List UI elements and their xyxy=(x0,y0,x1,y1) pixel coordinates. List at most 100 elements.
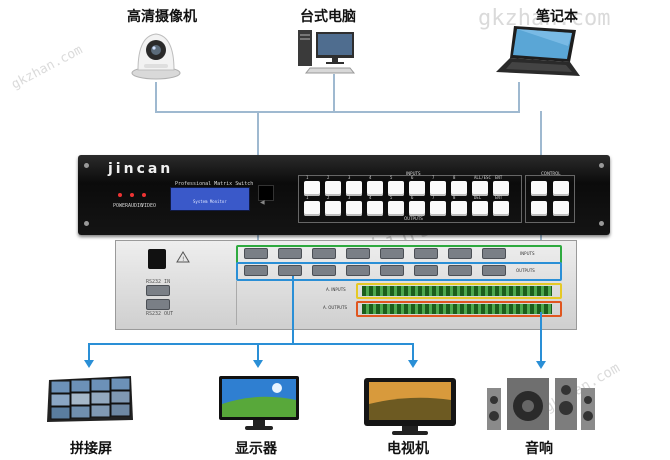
rs232-in-label: RS232 IN xyxy=(146,279,171,285)
audio-outputs-terminal xyxy=(362,304,552,314)
back-panel-divider xyxy=(236,281,237,325)
audio-inputs-terminal xyxy=(362,286,552,296)
control-audio-top[interactable] xyxy=(531,181,547,196)
video-output-drop xyxy=(292,276,294,344)
rs232-in-port xyxy=(146,285,170,296)
input-key-label: 4 xyxy=(369,175,372,180)
video-wall-icon xyxy=(47,376,133,422)
audio-output-drop xyxy=(540,312,542,362)
audio-inputs-label: A. INPUTS xyxy=(326,287,346,292)
monitor-arrow-icon xyxy=(253,360,263,368)
warning-icon: ! xyxy=(176,251,190,263)
output-key-label: 1 xyxy=(306,195,309,200)
tv-arrow-icon xyxy=(408,360,418,368)
output-key-label: DEL xyxy=(474,195,482,200)
tv-drop xyxy=(412,343,414,361)
control-audio-bottom[interactable] xyxy=(531,201,547,216)
tv-icon xyxy=(364,378,456,435)
laptop-cable xyxy=(518,82,520,112)
output-key-8[interactable] xyxy=(472,201,488,216)
output-key-6[interactable] xyxy=(430,201,446,216)
matrix-switch-front-panel: jincan Professional Matrix Switch POWER … xyxy=(78,155,610,235)
input-key-9[interactable] xyxy=(493,181,509,196)
videowall-drop xyxy=(88,343,90,361)
rack-ear-left-hole xyxy=(84,163,89,168)
monitor-icon xyxy=(219,376,299,430)
videowall-label: 拼接屏 xyxy=(70,441,112,457)
video-output-port xyxy=(346,265,370,276)
output-key-9[interactable] xyxy=(493,201,509,216)
video-output-port xyxy=(312,265,336,276)
svg-text:!: ! xyxy=(182,256,184,263)
video-input-port xyxy=(448,248,472,259)
lcd-display: System Monitor xyxy=(170,187,250,211)
input-key-label: 5 xyxy=(390,175,393,180)
speaker-icon xyxy=(487,378,595,430)
video-inputs-label: INPUTS xyxy=(520,251,535,256)
control-video-top[interactable] xyxy=(553,181,569,196)
rack-ear-left-hole-2 xyxy=(84,221,89,226)
source-bus xyxy=(155,111,520,113)
input-key-6[interactable] xyxy=(430,181,446,196)
input-key-label: 8 xyxy=(453,175,456,180)
input-key-4[interactable] xyxy=(388,181,404,196)
output-key-label: 3 xyxy=(348,195,351,200)
camera-icon xyxy=(131,33,181,80)
inputs-label: INPUTS xyxy=(406,171,421,176)
camera-cable xyxy=(155,82,157,112)
output-key-3[interactable] xyxy=(367,201,383,216)
input-key-3[interactable] xyxy=(367,181,383,196)
output-key-7[interactable] xyxy=(451,201,467,216)
control-video-bottom[interactable] xyxy=(553,201,569,216)
tv-label: 电视机 xyxy=(387,441,429,457)
output-key-label: 8 xyxy=(453,195,456,200)
input-key-label: ALL/ESC xyxy=(474,175,491,180)
rs232-out-label: RS232 OUT xyxy=(146,311,174,317)
output-key-label: 7 xyxy=(432,195,435,200)
power-led xyxy=(118,193,122,197)
input-key-label: 2 xyxy=(327,175,330,180)
output-key-0[interactable] xyxy=(304,201,320,216)
led-label-audio: AUDIO xyxy=(128,203,144,209)
output-key-5[interactable] xyxy=(409,201,425,216)
video-output-port xyxy=(380,265,404,276)
audio-outputs-label: A. OUTPUTS xyxy=(323,305,348,310)
input-key-label: 3 xyxy=(348,175,351,180)
camera-label: 高清摄像机 xyxy=(127,9,197,25)
video-input-port xyxy=(312,248,336,259)
input-key-0[interactable] xyxy=(304,181,320,196)
ir-receiver xyxy=(258,185,274,201)
audio-inputs-box xyxy=(356,283,562,299)
input-key-5[interactable] xyxy=(409,181,425,196)
output-key-2[interactable] xyxy=(346,201,362,216)
video-input-port xyxy=(482,248,506,259)
audio-outputs-box xyxy=(356,301,562,317)
output-key-4[interactable] xyxy=(388,201,404,216)
video-input-port xyxy=(414,248,438,259)
video-output-port xyxy=(414,265,438,276)
ir-arrow-icon: ◀ xyxy=(260,199,265,206)
input-key-7[interactable] xyxy=(451,181,467,196)
output-key-label: 4 xyxy=(369,195,372,200)
output-bus xyxy=(88,343,414,345)
input-key-label: 7 xyxy=(432,175,435,180)
desktop-label: 台式电脑 xyxy=(300,9,356,25)
laptop-icon xyxy=(496,26,580,76)
rack-ear-right-hole xyxy=(599,163,604,168)
input-key-1[interactable] xyxy=(325,181,341,196)
matrix-switch-back-panel: ! RS232 IN RS232 OUT INPUTS OUTPUTS A. I… xyxy=(115,240,577,330)
monitor-label: 显示器 xyxy=(235,441,277,457)
control-frame xyxy=(525,175,575,223)
outputs-label: OUTPUTS xyxy=(404,216,423,221)
speaker-arrow-icon xyxy=(536,361,546,369)
input-key-2[interactable] xyxy=(346,181,362,196)
led-label-power: POWER xyxy=(113,203,129,209)
output-key-1[interactable] xyxy=(325,201,341,216)
laptop-label: 笔记本 xyxy=(536,9,578,25)
input-key-8[interactable] xyxy=(472,181,488,196)
input-key-label: ENT xyxy=(495,175,503,180)
rack-ear-right-hole-2 xyxy=(599,221,604,226)
output-key-label: 6 xyxy=(411,195,414,200)
audio-led xyxy=(130,193,134,197)
